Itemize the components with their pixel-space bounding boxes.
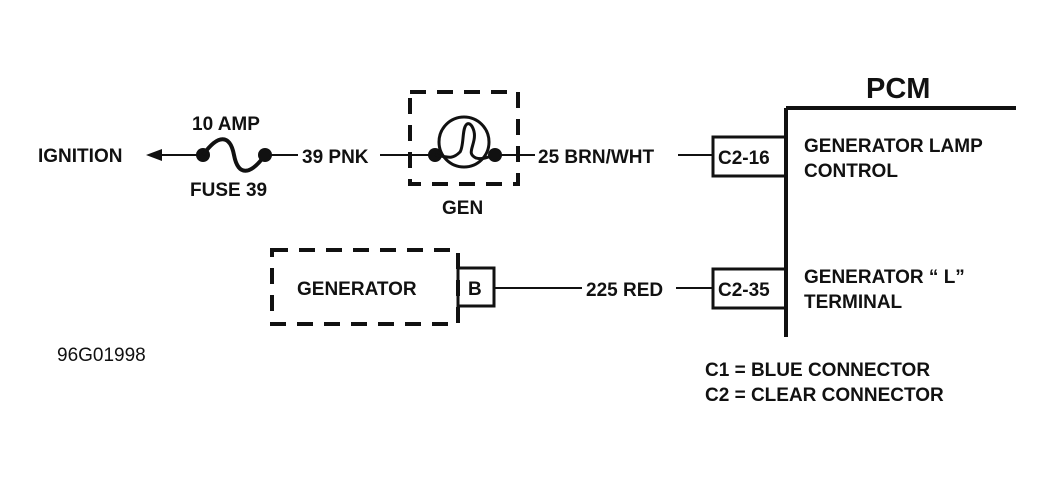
gen-lamp-label: GEN [442, 198, 483, 219]
gen-lamp-housing [408, 90, 520, 186]
figure-code: 96G01998 [57, 345, 146, 366]
legend-c2: C2 = CLEAR CONNECTOR [705, 385, 944, 406]
gen-lamp-filament [434, 122, 496, 161]
pcm-pin-c2-16-desc-line2: CONTROL [804, 161, 898, 182]
wire-pnk-label: 39 PNK [302, 147, 369, 168]
generator-label: GENERATOR [297, 279, 417, 300]
gen-lamp-bulb-icon [437, 115, 491, 169]
connector-c2-35-label: C2-35 [718, 280, 770, 301]
ignition-label: IGNITION [38, 146, 122, 167]
legend-c1: C1 = BLUE CONNECTOR [705, 360, 930, 381]
pcm-pin-c2-16-desc-line1: GENERATOR LAMP [804, 136, 983, 157]
fuse-element [201, 137, 267, 173]
wire-brn-wht-label: 25 BRN/WHT [538, 147, 655, 168]
pcm-pin-c2-35-desc-line1: GENERATOR “ L” [804, 267, 965, 288]
wire-red-label: 225 RED [586, 280, 663, 301]
connector-c2-16-label: C2-16 [718, 148, 770, 169]
fuse-name-label: FUSE 39 [190, 180, 267, 201]
pcm-pin-c2-35-desc-line2: TERMINAL [804, 292, 903, 313]
fuse-rating-label: 10 AMP [192, 114, 260, 135]
generator-terminal-b-label: B [468, 279, 482, 300]
pcm-title: PCM [866, 73, 930, 105]
ignition-arrow [146, 149, 162, 161]
